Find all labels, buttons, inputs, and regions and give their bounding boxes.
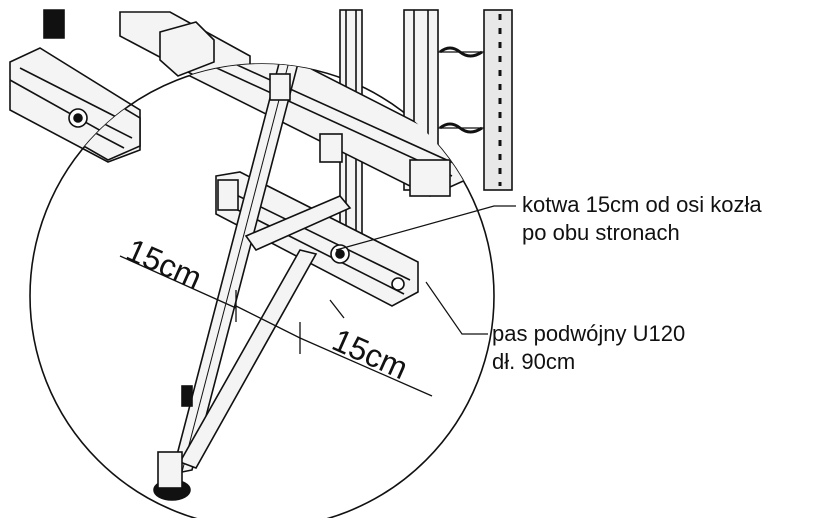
callout-chord-line2: dł. 90cm: [492, 349, 576, 374]
callout-chord-line1: pas podwójny U120: [492, 321, 686, 346]
callout-anchor: kotwa 15cm od osi kozła po obu stronach: [522, 191, 762, 247]
magnified-detail: [30, 64, 471, 501]
leader-lines: [335, 205, 516, 335]
callout-chord: pas podwójny U120 dł. 90cm: [492, 320, 685, 376]
callout-anchor-line2: po obu stronach: [522, 220, 680, 245]
callout-anchor-line1: kotwa 15cm od osi kozła: [522, 192, 762, 217]
dimension-label-right: 15cm: [327, 322, 413, 387]
dimension-label-left: 15cm: [121, 232, 207, 297]
dimension-lines: [119, 255, 433, 397]
